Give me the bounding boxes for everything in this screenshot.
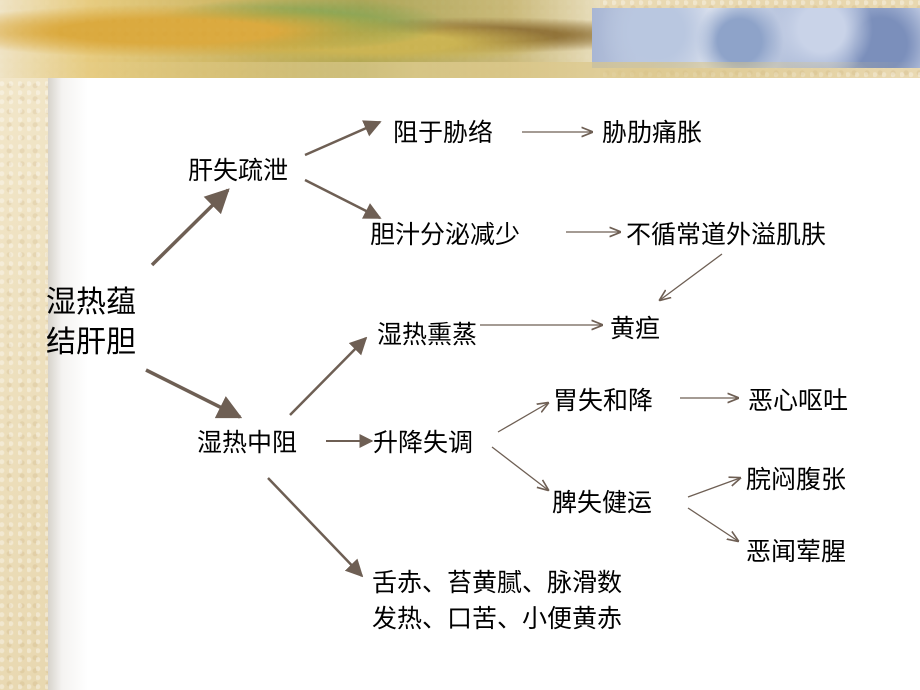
arrow-middle-to-steam [289, 336, 368, 416]
arrow-overflow-to-jaundice [660, 253, 723, 300]
arrow-spleen-to-aversion [687, 507, 738, 541]
node-damp-heat-steam: 湿热熏蒸 [377, 320, 478, 349]
node-tongue-line2: 发热、口苦、小便黄赤 [372, 604, 623, 633]
node-distension: 脘闷腹张 [746, 465, 847, 494]
node-spleen: 脾失健运 [552, 488, 653, 517]
node-jaundice: 黄疸 [610, 314, 661, 343]
node-middle-obstruct: 湿热中阻 [197, 428, 298, 457]
node-hypochondriac-pain: 胁肋痛胀 [602, 118, 703, 147]
node-aversion: 恶闻荤腥 [746, 537, 847, 566]
arrow-spleen-to-distension [687, 478, 740, 498]
arrow-ascend-to-spleen [491, 446, 548, 490]
arrow-root-to-liver [150, 188, 230, 267]
decorative-banner-image-right [592, 8, 920, 68]
node-stomach: 胃失和降 [553, 386, 654, 415]
arrow-ascend-to-stomach [497, 403, 548, 433]
node-liver-qi: 肝失疏泄 [188, 156, 289, 185]
node-overflow-skin: 不循常道外溢肌肤 [626, 220, 827, 249]
node-nausea: 恶心呕吐 [748, 386, 849, 415]
arrow-middle-to-tongue [267, 477, 364, 578]
arrow-liver-to-bile [304, 178, 382, 220]
node-bile-decrease: 胆汁分泌减少 [370, 220, 521, 249]
arrow-liver-to-collateral [304, 120, 382, 157]
arrow-root-to-middle [145, 368, 243, 419]
node-tongue-line1: 舌赤、苔黄腻、脉滑数 [372, 568, 623, 597]
node-obstruct-collateral: 阻于胁络 [393, 118, 494, 147]
node-ascend-descend: 升降失调 [373, 428, 474, 457]
content-panel [48, 78, 920, 690]
decorative-banner-strip [0, 62, 920, 78]
node-root-damp-heat: 湿热蕴 结肝胆 [46, 285, 136, 360]
